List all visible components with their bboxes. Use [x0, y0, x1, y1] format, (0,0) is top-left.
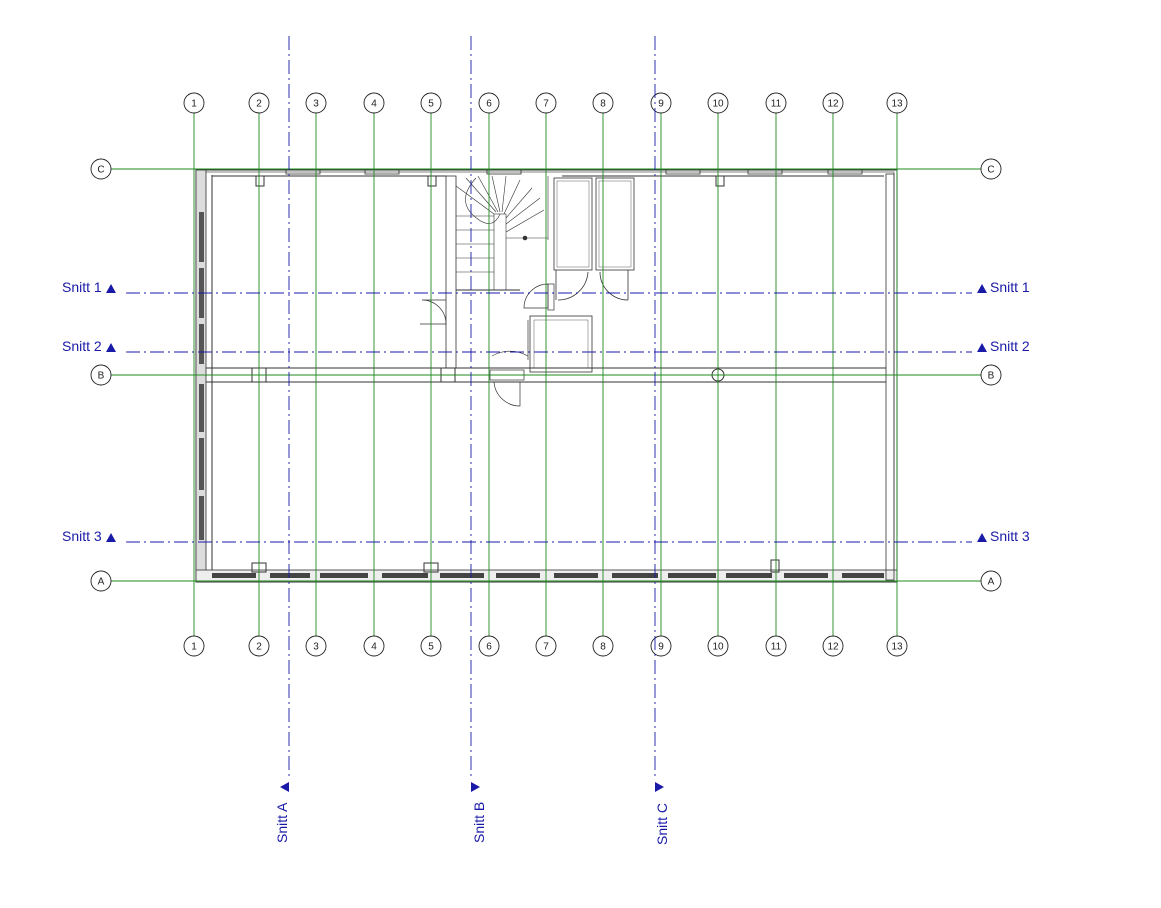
section-arrow-2-left: [106, 343, 116, 352]
grid-bubble-col-3-bottom: 3: [305, 635, 327, 657]
grid-bubble-col-6-bottom: 6: [478, 635, 500, 657]
grid-label-col: 12: [827, 99, 839, 110]
grid-lines: [111, 113, 981, 636]
section-label-b: Snitt B: [471, 802, 487, 843]
grid-bubble-col-11-bottom: 11: [765, 635, 787, 657]
grid-bubble-col-1-bottom: 1: [183, 635, 205, 657]
section-arrow-1-left: [106, 284, 116, 293]
section-label-1-right: Snitt 1: [990, 279, 1030, 295]
grid-label-col: 11: [771, 642, 782, 653]
section-label-3-right: Snitt 3: [990, 528, 1030, 544]
grid-bubble-col-5-top: 5: [420, 92, 442, 114]
grid-bubble-col-2-top: 2: [248, 92, 270, 114]
grid-label-col: 5: [428, 99, 434, 110]
grid-bubble-col-9-bottom: 9: [650, 635, 672, 657]
grid-label-col: 9: [658, 642, 664, 653]
grid-label-col: 10: [712, 99, 724, 110]
section-lines: [126, 36, 972, 780]
grid-label-col: 5: [428, 642, 434, 653]
grid-label-col: 1: [191, 642, 197, 653]
section-arrow-1-right: [977, 284, 987, 293]
grid-label-col: 12: [827, 642, 839, 653]
grid-label-row: A: [98, 577, 105, 588]
section-label-3-left: Snitt 3: [62, 528, 102, 544]
grid-label-row: A: [988, 577, 995, 588]
grid-bubble-col-13-bottom: 13: [886, 635, 908, 657]
grid-label-col: 3: [313, 642, 319, 653]
grid-bubble-col-3-top: 3: [305, 92, 327, 114]
grid-bubble-col-12-top: 12: [822, 92, 844, 114]
grid-label-col: 8: [600, 642, 606, 653]
doors: [420, 283, 555, 407]
section-label-1-left: Snitt 1: [62, 279, 102, 295]
grid-label-col: 1: [191, 99, 197, 110]
north-windows: [285, 169, 863, 175]
section-label-a: Snitt A: [274, 802, 290, 843]
grid-bubble-col-4-bottom: 4: [363, 635, 385, 657]
grid-label-col: 2: [256, 99, 262, 110]
grid-label-col: 9: [658, 99, 664, 110]
grid-bubble-row-A-left: A: [90, 570, 112, 592]
grid-label-row: C: [987, 165, 994, 176]
grid-label-row: B: [98, 371, 105, 382]
grid-bubble-col-6-top: 6: [478, 92, 500, 114]
building-walls: [195, 169, 898, 583]
grid-label-row: C: [97, 165, 104, 176]
grid-label-col: 2: [256, 642, 262, 653]
section-arrow-3-right: [977, 533, 987, 542]
section-markers: [106, 284, 987, 792]
grid-bubble-col-10-bottom: 10: [707, 635, 729, 657]
grid-label-col: 3: [313, 99, 319, 110]
grid-bubble-col-7-bottom: 7: [535, 635, 557, 657]
grid-label-col: 6: [486, 99, 492, 110]
section-label-c: Snitt C: [654, 803, 670, 845]
grid-bubble-col-8-top: 8: [592, 92, 614, 114]
grid-bubble-col-13-top: 13: [886, 92, 908, 114]
grid-bubble-col-4-top: 4: [363, 92, 385, 114]
grid-label-col: 7: [543, 99, 549, 110]
grid-label-col: 4: [371, 642, 377, 653]
grid-label-col: 8: [600, 99, 606, 110]
lift-shafts: [553, 177, 635, 301]
grid-label-row: B: [988, 371, 995, 382]
section-label-2-left: Snitt 2: [62, 338, 102, 354]
grid-bubble-col-9-top: 9: [650, 92, 672, 114]
grid-bubble-col-7-top: 7: [535, 92, 557, 114]
grid-bubble-col-8-bottom: 8: [592, 635, 614, 657]
grid-bubble-col-12-bottom: 12: [822, 635, 844, 657]
grid-bubble-col-5-bottom: 5: [420, 635, 442, 657]
staircase: [455, 175, 549, 291]
grid-bubble-col-11-top: 11: [765, 92, 787, 114]
section-arrow-2-right: [977, 343, 987, 352]
grid-label-col: 10: [712, 642, 724, 653]
grid-bubble-col-2-bottom: 2: [248, 635, 270, 657]
grid-label-col: 7: [543, 642, 549, 653]
grid-bubble-row-B-left: B: [90, 364, 112, 386]
grid-bubble-col-1-top: 1: [183, 92, 205, 114]
grid-bubble-row-C-left: C: [90, 158, 112, 180]
section-arrow-3-left: [106, 533, 116, 542]
section-label-2-right: Snitt 2: [990, 338, 1030, 354]
grid-bubble-row-A-right: A: [980, 570, 1002, 592]
grid-label-col: 11: [771, 99, 782, 110]
grid-bubble-row-C-right: C: [980, 158, 1002, 180]
grid-label-col: 13: [891, 642, 903, 653]
grid-label-col: 4: [371, 99, 377, 110]
section-arrow-b: [471, 782, 480, 792]
section-arrow-c: [655, 782, 664, 792]
south-windows: [212, 573, 884, 578]
grid-bubble-col-10-top: 10: [707, 92, 729, 114]
grid-label-col: 6: [486, 642, 492, 653]
section-arrow-a: [280, 782, 289, 792]
grid-label-col: 13: [891, 99, 903, 110]
grid-bubble-row-B-right: B: [980, 364, 1002, 386]
